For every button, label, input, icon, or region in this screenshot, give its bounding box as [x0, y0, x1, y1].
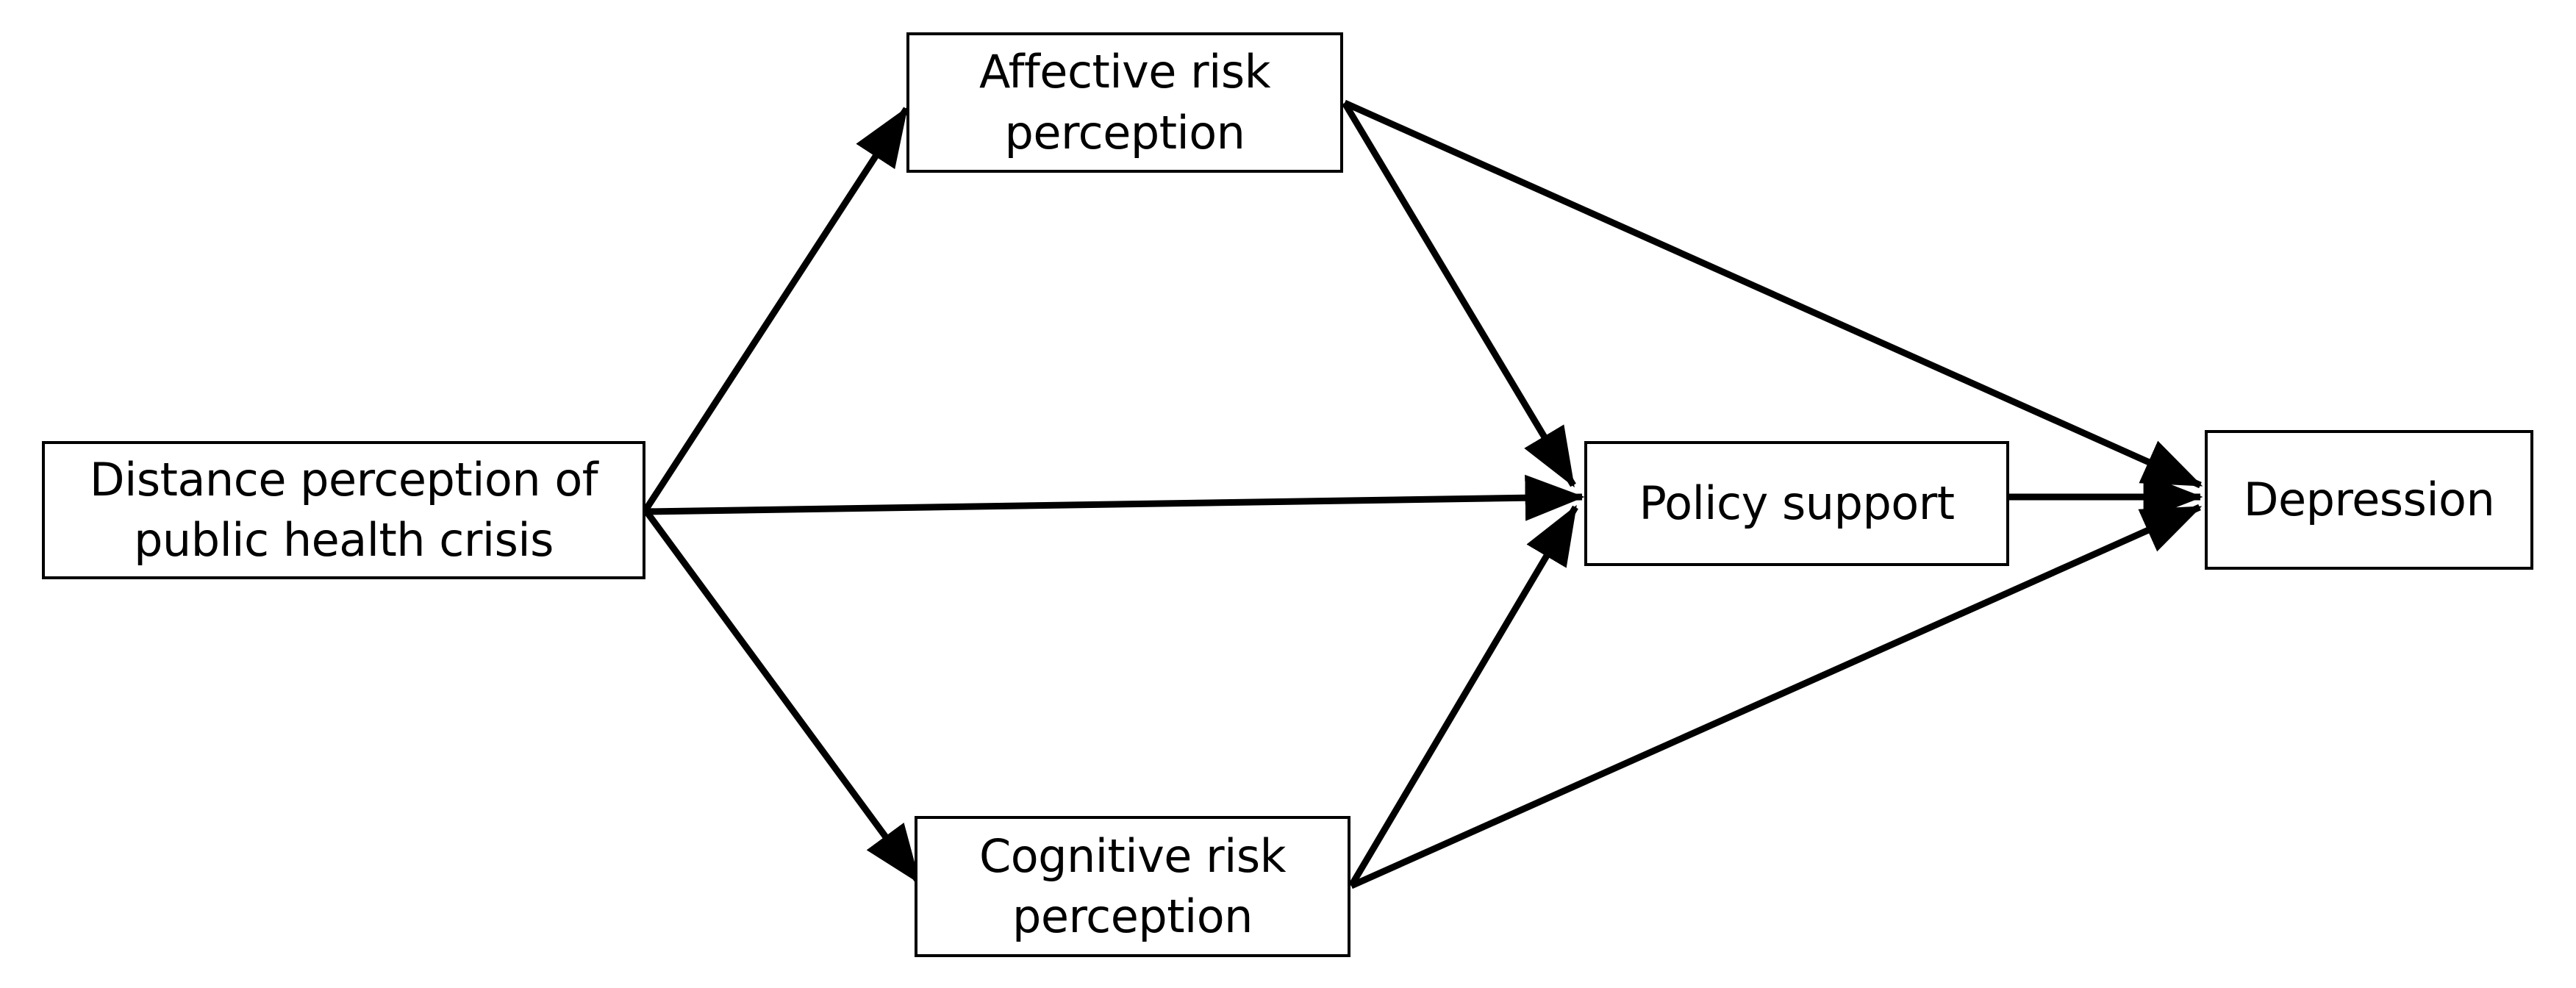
edge-distance-to-policy: [645, 474, 1585, 521]
edge-distance-to-cognitive: [643, 508, 922, 884]
node-affective-risk-perception[interactable]: Affective risk perception: [906, 32, 1343, 173]
edge-affective-to-depression: [1343, 99, 2203, 489]
edge-cognitive-to-policy: [1348, 504, 1578, 888]
node-label: Policy support: [1639, 476, 1955, 530]
node-cognitive-risk-perception[interactable]: Cognitive risk perception: [915, 816, 1350, 957]
edge-affective-to-policy: [1342, 101, 1576, 488]
node-distance-perception[interactable]: Distance perception of public health cri…: [42, 441, 645, 579]
node-label: Depression: [2243, 472, 2495, 526]
edge-cognitive-to-depression: [1350, 504, 2203, 889]
node-depression[interactable]: Depression: [2205, 430, 2533, 570]
edge-distance-to-affective: [643, 106, 909, 512]
node-label: Affective risk perception: [978, 45, 1271, 160]
node-policy-support[interactable]: Policy support: [1584, 441, 2009, 566]
node-label: Cognitive risk perception: [978, 828, 1287, 943]
node-label: Distance perception of public health cri…: [89, 452, 598, 567]
